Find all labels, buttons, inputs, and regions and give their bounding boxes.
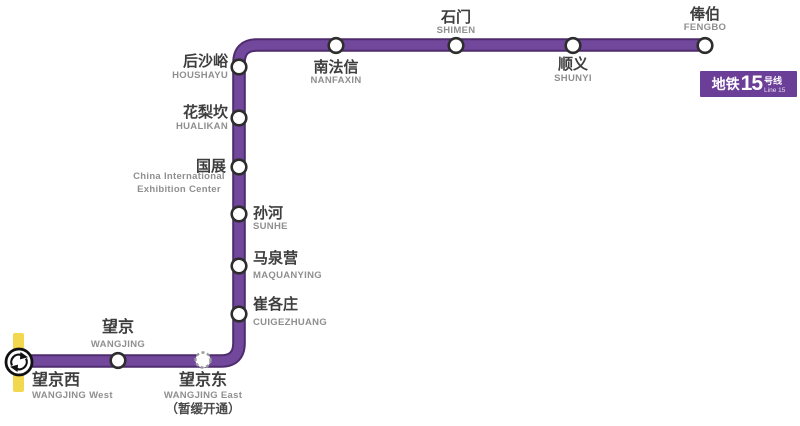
station-label-cuigezhuang-en: CUIGEZHUANG: [253, 317, 328, 328]
station-label-guozhan-en-line2: Exhibition Center: [137, 184, 221, 195]
station-label-sunhe-en: SUNHE: [253, 221, 288, 232]
station-label-fengbo-zh: 俸伯: [689, 6, 720, 23]
station-label-wangjing-zh: 望京: [101, 319, 134, 336]
station-label-nanfaxin-en: NANFAXIN: [310, 75, 362, 86]
badge-prefix: 地铁: [711, 76, 740, 92]
station-label-hualikan-zh: 花梨坎: [182, 104, 228, 121]
station-label-fengbo-en: FENGBO: [683, 22, 727, 33]
badge-sub-en: Line 15: [764, 87, 786, 94]
station-label-hualikan-en: HUALIKAN: [175, 121, 228, 132]
station-marker-cuigezhuang: [230, 305, 248, 323]
station-label-wangjing-west-en: WANGJING West: [32, 390, 113, 401]
station-label-shimen-zh: 石门: [440, 9, 471, 26]
station-label-shunyi-en: SHUNYI: [554, 73, 592, 84]
station-label-sunhe-zh: 孙河: [253, 205, 284, 222]
station-label-wangjing-west-zh: 望京西: [32, 372, 81, 389]
station-label-guozhan-zh: 国展: [195, 158, 226, 175]
station-marker-hualikan: [230, 109, 248, 127]
station-label-guozhan-en-line1: China International: [133, 171, 225, 182]
station-label-houshayu-zh: 后沙峪: [182, 53, 228, 70]
station-label-nanfaxin-zh: 南法信: [313, 59, 359, 76]
station-label-maquanying-en: MAQUANYING: [253, 270, 322, 281]
station-marker-sunhe: [230, 205, 248, 223]
station-label-wangjing-east-en: WANGJING East: [163, 390, 243, 401]
station-label-cuigezhuang-zh: 崔各庄: [253, 296, 299, 313]
station-label-wangjing-east-zh: 望京东: [178, 372, 227, 389]
station-marker-shunyi: [564, 36, 582, 55]
station-label-shunyi-zh: 顺义: [557, 56, 588, 73]
station-marker-wangjing-east-postponed: [194, 351, 212, 369]
line-15-badge: 地铁 15 号线 Line 15: [700, 71, 797, 97]
station-marker-guozhan: [230, 158, 248, 176]
station-label-wangjing-east-note: （暂缓开通）: [165, 402, 241, 416]
transfer-icon: [4, 347, 34, 377]
badge-number: 15: [740, 72, 763, 95]
station-label-shimen-en: SHIMEN: [436, 25, 476, 36]
station-marker-houshayu: [230, 58, 248, 76]
station-marker-maquanying: [230, 257, 248, 275]
station-label-houshayu-en: HOUSHAYU: [172, 70, 228, 81]
station-marker-fengbo: [696, 36, 714, 55]
line-15-route-edge: [16, 38, 706, 368]
station-marker-nanfaxin: [327, 36, 345, 55]
station-label-maquanying-zh: 马泉营: [253, 250, 299, 267]
station-marker-wangjing: [109, 351, 127, 370]
station-label-wangjing-en: WANGJING: [90, 339, 146, 350]
station-marker-shimen: [447, 36, 465, 55]
line-15-route: [16, 40, 706, 366]
badge-suffix: 号线: [764, 76, 783, 86]
